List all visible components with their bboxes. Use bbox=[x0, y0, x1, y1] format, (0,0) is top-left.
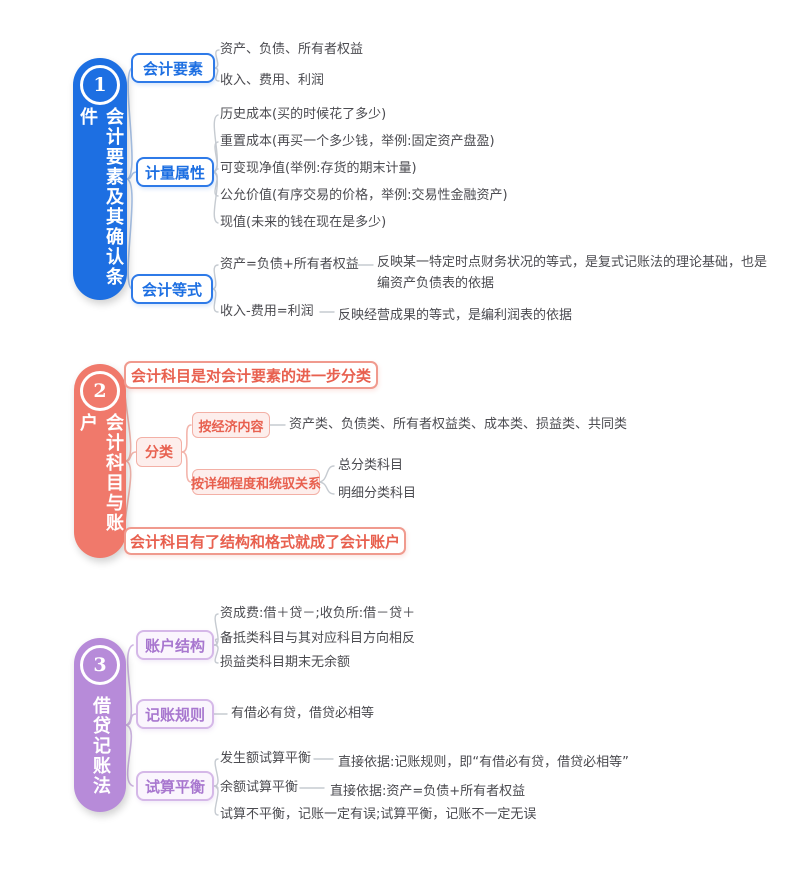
leaf-item: 总分类科目 bbox=[338, 458, 404, 473]
leaf-item: 可变现净值(举例:存货的期末计量) bbox=[220, 161, 417, 176]
branch-number-1: 1 bbox=[80, 65, 120, 105]
topic-subject-classification-statement[interactable]: 会计科目是对会计要素的进一步分类 bbox=[124, 361, 378, 389]
topic-accounting-elements[interactable]: 会计要素 bbox=[131, 53, 215, 83]
leaf-equation: 收入-费用=利润 bbox=[220, 304, 314, 319]
note-balance-sheet-equation: 反映某一特定时点财务状况的等式，是复式记账法的理论基础，也是编资产负债表的依据 bbox=[377, 255, 768, 291]
topic-accounting-equation[interactable]: 会计等式 bbox=[131, 274, 213, 304]
branch-node-1[interactable]: 1 会计要素及其确认条件 bbox=[73, 58, 127, 300]
leaf-item: 现值(未来的钱在现在是多少) bbox=[220, 215, 387, 230]
leaf-item: 资产类、负债类、所有者权益类、成本类、损益类、共同类 bbox=[289, 417, 628, 432]
topic-by-detail-level[interactable]: 按详细程度和统驭关系 bbox=[191, 469, 321, 495]
branch-title-1: 会计要素及其确认条件 bbox=[77, 107, 124, 287]
leaf-item: 发生额试算平衡 bbox=[220, 751, 312, 766]
leaf-item: 收入、费用、利润 bbox=[220, 73, 325, 88]
topic-classification[interactable]: 分类 bbox=[136, 437, 182, 467]
topic-account-format-statement[interactable]: 会计科目有了结构和格式就成了会计账户 bbox=[124, 527, 406, 555]
branch-node-3[interactable]: 3 借贷记账法 bbox=[74, 638, 126, 812]
leaf-item: 备抵类科目与其对应科目方向相反 bbox=[220, 631, 416, 646]
leaf-item: 重置成本(再买一个多少钱，举例:固定资产盘盈) bbox=[220, 134, 495, 149]
topic-trial-balance[interactable]: 试算平衡 bbox=[136, 771, 214, 801]
leaf-item: 损益类科目期末无余额 bbox=[220, 655, 351, 670]
branch-number-2: 2 bbox=[80, 371, 120, 411]
leaf-item: 历史成本(买的时候花了多少) bbox=[220, 107, 387, 122]
branch-title-3: 借贷记账法 bbox=[90, 695, 111, 796]
leaf-item: 公允价值(有序交易的价格，举例:交易性金融资产) bbox=[220, 188, 508, 203]
branch-node-2[interactable]: 2 会计科目与账户 bbox=[74, 364, 126, 558]
leaf-item: 试算不平衡，记账一定有误;试算平衡，记账不一定无误 bbox=[220, 807, 537, 822]
topic-bookkeeping-rule[interactable]: 记账规则 bbox=[136, 699, 214, 729]
branch-number-3: 3 bbox=[80, 645, 120, 685]
leaf-item: 余额试算平衡 bbox=[220, 780, 299, 795]
leaf-item: 资成费:借＋贷－;收负所:借－贷＋ bbox=[220, 606, 416, 621]
note-balance-trial: 直接依据:资产=负债+所有者权益 bbox=[330, 784, 526, 799]
topic-account-structure[interactable]: 账户结构 bbox=[136, 630, 214, 660]
topic-measurement-attributes[interactable]: 计量属性 bbox=[136, 157, 214, 187]
leaf-equation: 资产=负债+所有者权益 bbox=[220, 257, 359, 272]
note-occurrence-balance: 直接依据:记账规则，即“有借必有贷，借贷必相等” bbox=[338, 755, 629, 770]
leaf-item: 资产、负债、所有者权益 bbox=[220, 42, 364, 57]
topic-by-economic-content[interactable]: 按经济内容 bbox=[192, 412, 270, 438]
leaf-item: 明细分类科目 bbox=[338, 486, 417, 501]
leaf-item: 有借必有贷，借贷必相等 bbox=[231, 706, 375, 721]
note-income-equation: 反映经营成果的等式，是编利润表的依据 bbox=[338, 308, 573, 323]
branch-title-2: 会计科目与账户 bbox=[77, 413, 124, 533]
